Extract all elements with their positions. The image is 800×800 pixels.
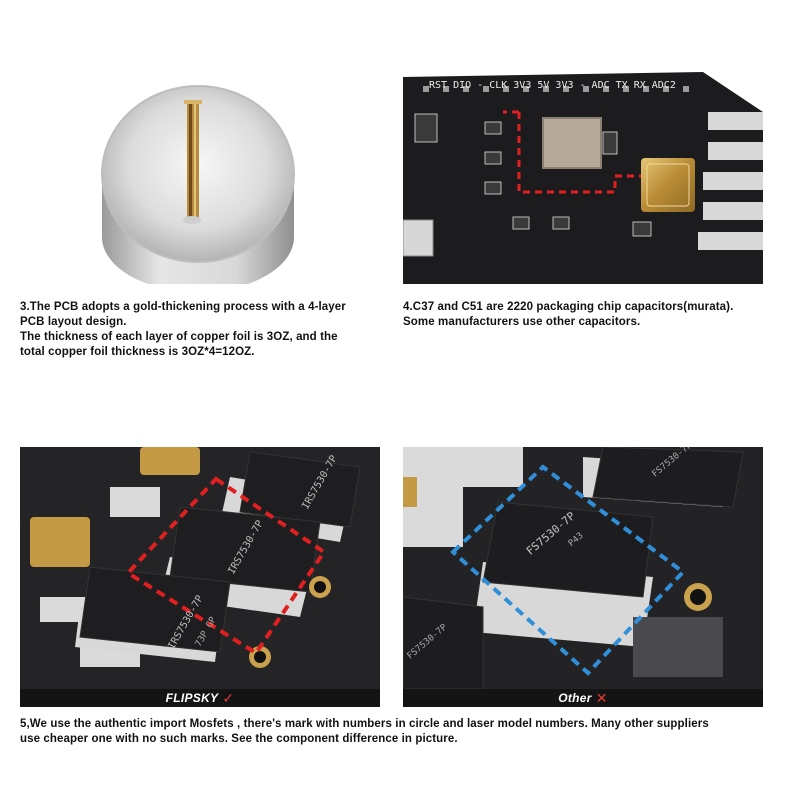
flipsky-label-bar: FLIPSKY ✓ (20, 689, 380, 707)
capacitor-board-photo: RST DIO - CLK 3V3 5V 3V3 - ADC TX RX ADC… (403, 52, 763, 284)
other-label-bar: Other ✕ (403, 689, 763, 707)
other-mosfet-photo: FS7530-7P FS7530-7P FS7530-7P P43 (403, 447, 763, 689)
caption-pcb-process: 3.The PCB adopts a gold-thickening proce… (20, 301, 346, 358)
cross-icon: ✕ (595, 689, 608, 706)
flipsky-label: FLIPSKY (165, 691, 219, 705)
caption-mosfet-comparison: 5,We use the authentic import Mosfets , … (20, 718, 709, 745)
flipsky-mosfet-photo: IRS7530-7P IRS7530-7P IRS7530-7P 73P GP (20, 447, 380, 689)
caption-capacitors: 4.C37 and C51 are 2220 packaging chip ca… (403, 301, 734, 328)
other-label: Other (558, 691, 592, 705)
silkscreen-label: RST DIO - CLK 3V3 5V 3V3 - ADC TX RX ADC… (429, 80, 676, 91)
checkmark-icon: ✓ (222, 689, 235, 706)
pcb-cross-section-photo (20, 52, 380, 284)
